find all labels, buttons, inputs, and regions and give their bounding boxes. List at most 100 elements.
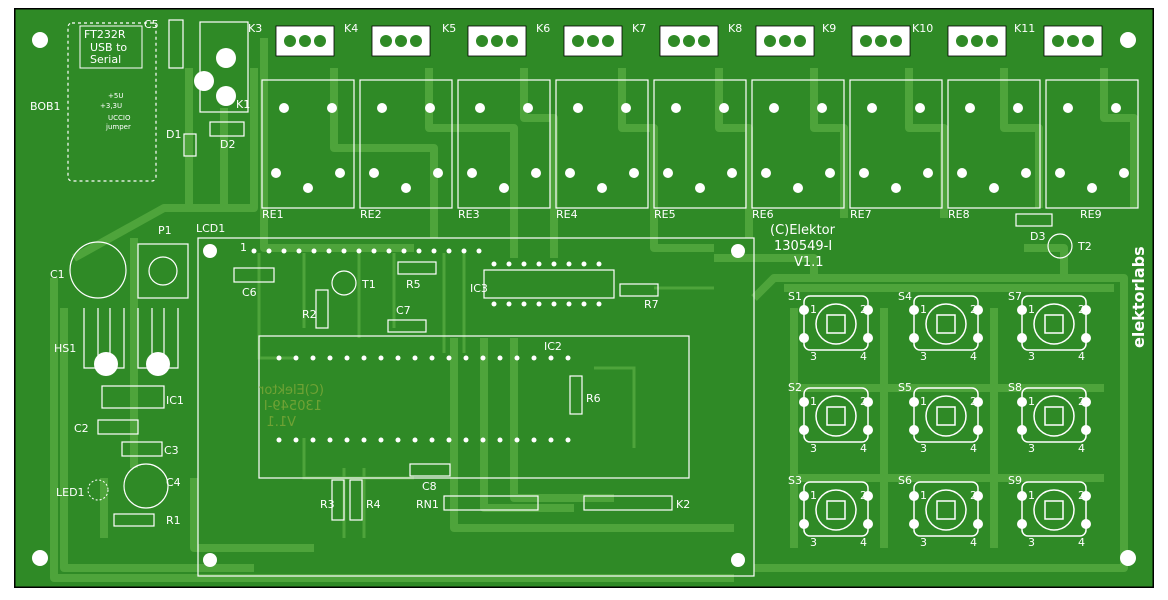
switch-pin-numbers: 1 2 3 4 1 2 3 4 1 2 3 4 1 2 3 4 1 2 3 4 … xyxy=(810,303,1085,549)
mirrored-silkscreen: (C)Elektor 130549-I V1.1 xyxy=(258,383,324,430)
label-rn1: RN1 xyxy=(416,498,439,511)
relay-re4 xyxy=(555,79,649,209)
pin-number: 3 xyxy=(1028,350,1035,363)
copper-traces xyxy=(50,38,1138,582)
hs1-pad xyxy=(94,352,118,376)
label-ic2: IC2 xyxy=(544,340,562,353)
ft232-option1: +5U xyxy=(108,92,123,100)
mounting-hole xyxy=(203,244,217,258)
relay-outlines xyxy=(261,79,1139,209)
label-re3: RE3 xyxy=(458,208,480,221)
switch-label-s4: S4 xyxy=(898,290,912,303)
switch-s6[interactable] xyxy=(909,481,983,537)
pin-number: 3 xyxy=(810,350,817,363)
ic2-pins-top xyxy=(276,355,571,443)
label-r1: R1 xyxy=(166,514,181,527)
label-re4: RE4 xyxy=(556,208,578,221)
terminal-screws xyxy=(284,35,1094,47)
pin-number: 1 xyxy=(810,303,817,316)
pin-number: 1 xyxy=(1028,395,1035,408)
pin-number: 1 xyxy=(920,395,927,408)
relay-re5 xyxy=(653,79,747,209)
pin-number: 1 xyxy=(1028,489,1035,502)
switch-s4[interactable] xyxy=(909,295,983,351)
pin-number: 2 xyxy=(970,303,977,316)
relay-re7 xyxy=(849,79,943,209)
label-re2: RE2 xyxy=(360,208,382,221)
ic1-regulator xyxy=(101,385,165,409)
switch-label-s3: S3 xyxy=(788,474,802,487)
label-d3: D3 xyxy=(1030,230,1045,243)
ft232-line2: USB to xyxy=(90,41,127,54)
label-pin1: 1 xyxy=(240,241,247,254)
ic2-outline xyxy=(258,335,690,479)
pin-number: 3 xyxy=(810,442,817,455)
label-k5: K5 xyxy=(442,22,456,35)
pin-number: 2 xyxy=(970,395,977,408)
pin-number: 4 xyxy=(860,442,867,455)
switch-s9[interactable] xyxy=(1017,481,1091,537)
label-led1: LED1 xyxy=(56,486,85,499)
c1-capacitor xyxy=(69,241,127,299)
pin-number: 2 xyxy=(860,395,867,408)
switch-label-s5: S5 xyxy=(898,381,912,394)
pin-number: 1 xyxy=(810,395,817,408)
mounting-hole xyxy=(731,244,745,258)
label-hs1: HS1 xyxy=(54,342,76,355)
p1-potentiometer xyxy=(137,243,189,299)
label-k8: K8 xyxy=(728,22,742,35)
label-k1: K1 xyxy=(236,98,250,111)
ic3-outline xyxy=(483,269,615,299)
mounting-holes xyxy=(32,32,1136,567)
k1-pin xyxy=(216,48,236,68)
switch-s3[interactable] xyxy=(799,481,873,537)
elektor-logo: elektorlabs xyxy=(1129,246,1148,348)
switch-s5[interactable] xyxy=(909,387,983,443)
switch-label-s2: S2 xyxy=(788,381,802,394)
label-p1: P1 xyxy=(158,224,172,237)
label-c4: C4 xyxy=(166,476,181,489)
led1-outline xyxy=(87,479,109,501)
label-re9: RE9 xyxy=(1080,208,1102,221)
ft232-breakout xyxy=(67,22,157,182)
pin-number: 2 xyxy=(1078,303,1085,316)
pin-number: 1 xyxy=(920,489,927,502)
switch-s8[interactable] xyxy=(1017,387,1091,443)
ft232-option4: jumper xyxy=(105,123,131,131)
pin-number: 3 xyxy=(1028,442,1035,455)
copyright-text: (C)Elektor xyxy=(770,223,836,238)
component-labels: BOB1 C5 K1 D1 D2 K3 K4 K5 K6 K7 K8 K9 K1… xyxy=(30,18,1102,527)
label-re1: RE1 xyxy=(262,208,284,221)
mounting-hole xyxy=(1120,550,1136,566)
ic3-pins xyxy=(491,261,602,307)
hs1-pad xyxy=(146,352,170,376)
relay-re6 xyxy=(751,79,845,209)
relay-re9 xyxy=(1045,79,1139,209)
switch-s7[interactable] xyxy=(1017,295,1091,351)
mounting-hole xyxy=(203,553,217,567)
label-k9: K9 xyxy=(822,22,836,35)
ft232-option2: +3,3U xyxy=(100,102,122,110)
label-k10: K10 xyxy=(912,22,933,35)
pin-number: 3 xyxy=(1028,536,1035,549)
k1-power-jack xyxy=(199,21,249,113)
relay-re8 xyxy=(947,79,1041,209)
switch-s2[interactable] xyxy=(799,387,873,443)
label-k11: K11 xyxy=(1014,22,1035,35)
label-bob1: BOB1 xyxy=(30,100,61,113)
label-k2: K2 xyxy=(676,498,690,511)
c4-capacitor xyxy=(123,463,169,509)
mounting-hole xyxy=(32,550,48,566)
label-re8: RE8 xyxy=(948,208,970,221)
p1-knob xyxy=(148,256,178,286)
pin-number: 1 xyxy=(920,303,927,316)
ft232-label-box xyxy=(79,25,143,69)
pin-number: 4 xyxy=(860,536,867,549)
relay-re2 xyxy=(359,79,453,209)
switch-s1[interactable] xyxy=(799,295,873,351)
switch-label-s9: S9 xyxy=(1008,474,1022,487)
label-t1: T1 xyxy=(361,278,376,291)
pin-number: 4 xyxy=(860,350,867,363)
label-c1: C1 xyxy=(50,268,65,281)
pin-number: 3 xyxy=(920,350,927,363)
